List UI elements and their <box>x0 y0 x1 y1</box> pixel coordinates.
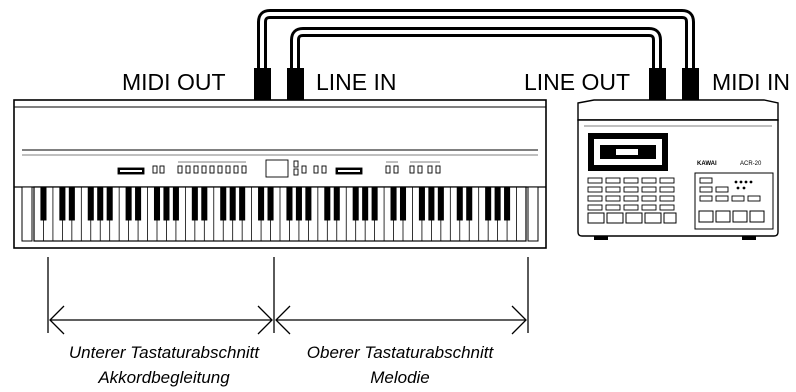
midi-out-label: MIDI OUT <box>122 69 226 95</box>
recorder-brand: KAWAI <box>697 161 717 167</box>
black-key <box>295 187 302 221</box>
piano-control-panel <box>117 159 441 178</box>
recorder-model: ACR-20 <box>740 161 762 167</box>
midi-cable <box>257 9 695 75</box>
upper-section-title: Oberer Tastaturabschnitt <box>307 343 495 362</box>
black-key <box>504 187 511 221</box>
split-point-markers <box>47 257 529 333</box>
black-key <box>305 187 312 221</box>
black-key <box>428 187 435 221</box>
black-key <box>390 187 397 221</box>
black-key <box>437 187 444 221</box>
recorder-device: KAWAI ACR-20 <box>577 99 779 240</box>
black-key <box>229 187 236 221</box>
black-key <box>106 187 113 221</box>
black-key <box>418 187 425 221</box>
black-key <box>362 187 369 221</box>
black-key <box>191 187 198 221</box>
black-key <box>172 187 179 221</box>
black-key <box>352 187 359 221</box>
black-key <box>333 187 340 221</box>
black-key <box>201 187 208 221</box>
midi-out-plug <box>254 68 271 100</box>
upper-section-arrow <box>275 305 527 335</box>
black-key <box>485 187 492 221</box>
recorder-transport-left <box>587 212 677 224</box>
digital-piano <box>13 99 547 249</box>
black-key <box>324 187 331 221</box>
black-key <box>456 187 463 221</box>
line-in-label: LINE IN <box>316 69 397 95</box>
black-key <box>466 187 473 221</box>
lower-section-subtitle: Akkordbegleitung <box>97 368 230 387</box>
upper-section-subtitle: Melodie <box>370 368 430 387</box>
black-key <box>286 187 293 221</box>
black-key <box>267 187 274 221</box>
black-key <box>239 187 246 221</box>
lower-section-arrow <box>49 305 273 335</box>
black-key <box>87 187 94 221</box>
black-key <box>59 187 66 221</box>
black-key <box>371 187 378 221</box>
recorder-keypad <box>587 177 675 211</box>
black-key <box>258 187 265 221</box>
midi-in-plug <box>682 68 699 100</box>
black-key <box>163 187 170 221</box>
black-key <box>97 187 104 221</box>
black-key <box>125 187 132 221</box>
black-key <box>40 187 47 221</box>
midi-in-label: MIDI IN <box>712 69 790 95</box>
black-key <box>135 187 142 221</box>
recorder-transport-right <box>698 210 765 223</box>
line-out-plug <box>649 68 666 100</box>
black-key <box>68 187 75 221</box>
line-in-plug <box>287 68 304 100</box>
audio-cable <box>290 27 662 75</box>
black-key <box>153 187 161 221</box>
lower-section-title: Unterer Tastaturabschnitt <box>69 343 261 362</box>
piano-keyboard <box>33 186 527 242</box>
black-key <box>220 187 227 221</box>
black-key <box>494 187 501 221</box>
line-out-label: LINE OUT <box>524 69 630 95</box>
black-key <box>399 187 407 221</box>
